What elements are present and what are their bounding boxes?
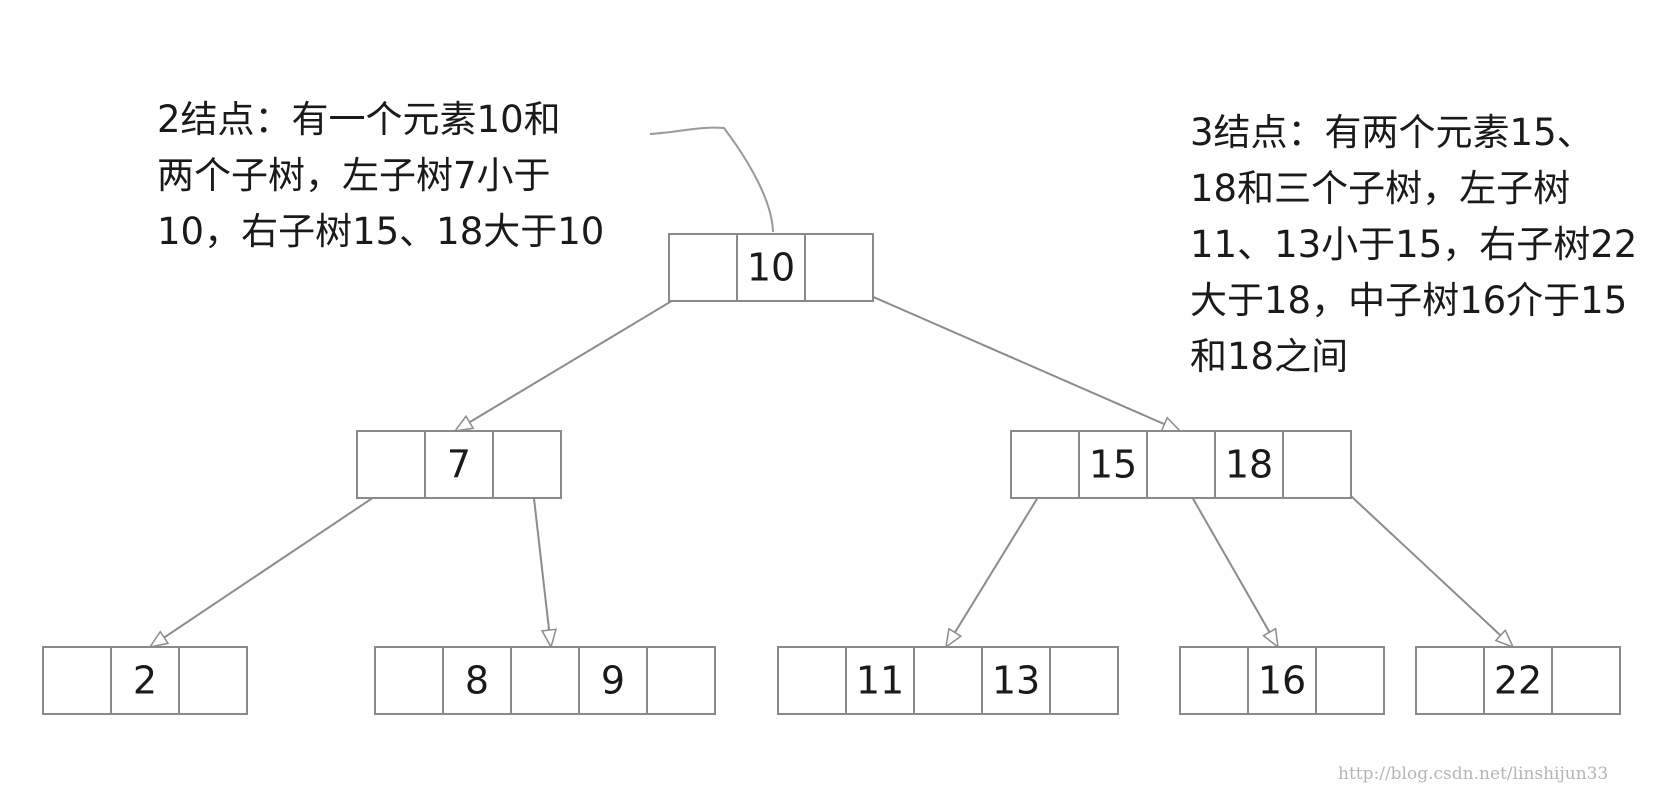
pointer-cell [1415, 646, 1485, 715]
callout-line [649, 126, 774, 233]
pointer-cell [646, 646, 716, 715]
tree-node-n7: 7 [356, 430, 562, 499]
annotation-line: 3结点：有两个元素15、 [1190, 111, 1594, 154]
key-cell [424, 430, 494, 499]
edge-n15-18-to-n11-13 [946, 480, 1049, 647]
annotation-line: 和18之间 [1190, 335, 1349, 378]
node-key: 11 [856, 659, 904, 703]
tree-node-n2: 2 [42, 646, 248, 715]
pointer-cell [492, 430, 562, 499]
edges-layer [150, 283, 1513, 647]
key-cell [1483, 646, 1553, 715]
annotation-line: 两个子树，左子树7小于 [157, 154, 551, 197]
pointer-cell [777, 646, 847, 715]
pointer-cell [1010, 430, 1080, 499]
key-cell [578, 646, 648, 715]
pointer-cell [356, 430, 426, 499]
node-key: 10 [747, 246, 795, 290]
tree-node-root: 10 [668, 233, 874, 302]
annotation-line: 10，右子树15、18大于10 [157, 210, 605, 253]
node-key: 2 [133, 659, 157, 703]
edge-root-to-n7 [455, 283, 701, 431]
edge-n15-18-to-n16 [1179, 475, 1278, 647]
pointer-cell [1282, 430, 1352, 499]
annotation-line: 18和三个子树，左子树 [1190, 167, 1571, 210]
tree-node-n16: 16 [1179, 646, 1385, 715]
key-cell [1078, 430, 1148, 499]
node-key: 9 [601, 659, 625, 703]
node-key: 18 [1225, 443, 1273, 487]
edge-n7-to-n2 [150, 484, 393, 647]
watermark: http://blog.csdn.net/linshijun33 [1338, 764, 1609, 784]
annotation-line: 11、13小于15，右子树22 [1190, 223, 1638, 266]
key-cell [736, 233, 806, 302]
pointer-cell [668, 233, 738, 302]
pointer-cell [1146, 430, 1216, 499]
node-key: 13 [992, 659, 1040, 703]
node-key: 8 [465, 659, 489, 703]
node-key: 15 [1089, 443, 1137, 487]
pointer-cell [1049, 646, 1119, 715]
pointer-cell [1551, 646, 1621, 715]
key-cell [442, 646, 512, 715]
pointer-cell [42, 646, 112, 715]
pointer-cell [510, 646, 580, 715]
pointer-cell [374, 646, 444, 715]
tree-node-n11-13: 11 13 [777, 646, 1119, 715]
edge-n15-18-to-n22 [1322, 469, 1513, 647]
edge-root-to-n15-18 [845, 284, 1180, 432]
annotation-line: 2结点：有一个元素10和 [157, 98, 561, 141]
two-node-annotation: 2结点：有一个元素10和 两个子树，左子树7小于 10，右子树15、18大于10 [157, 92, 604, 260]
node-key: 16 [1258, 659, 1306, 703]
pointer-cell [178, 646, 248, 715]
annotation-line: 大于18，中子树16介于15 [1190, 279, 1628, 322]
pointer-cell [1179, 646, 1249, 715]
tree-node-n22: 22 [1415, 646, 1621, 715]
pointer-cell [804, 233, 874, 302]
node-key: 7 [447, 443, 471, 487]
edge-n7-to-n8-9 [531, 480, 551, 647]
key-cell [1214, 430, 1284, 499]
key-cell [110, 646, 180, 715]
pointer-cell [913, 646, 983, 715]
key-cell [981, 646, 1051, 715]
key-cell [1247, 646, 1317, 715]
node-key: 22 [1494, 659, 1542, 703]
three-node-annotation: 3结点：有两个元素15、 18和三个子树，左子树 11、13小于15，右子树22… [1190, 105, 1637, 385]
pointer-cell [1315, 646, 1385, 715]
